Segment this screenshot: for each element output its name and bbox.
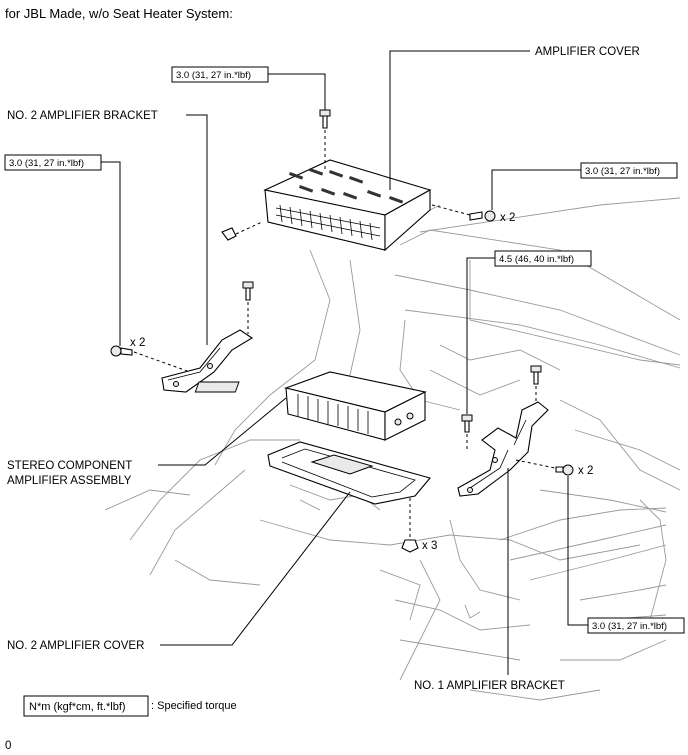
count-bracket1-bolts: x 2 [578, 465, 593, 477]
no1-bracket-top-bolt [461, 414, 473, 433]
footer-code: 0 [5, 740, 11, 752]
no2-bracket-top-bolt [242, 281, 254, 301]
torque-bracket1-top: 4.5 (46, 40 in.*lbf) [499, 254, 574, 265]
stereo-component-amplifier [194, 371, 427, 441]
legend-torque-box [23, 695, 149, 717]
legend-description: : Specified torque [151, 700, 237, 712]
torque-bracket1-bottom: 3.0 (31, 27 in.*lbf) [592, 621, 667, 632]
no2-amplifier-cover [267, 441, 431, 505]
cover-left-clip [221, 227, 237, 241]
torque-cover-right: 3.0 (31, 27 in.*lbf) [585, 166, 660, 177]
no2-amplifier-bracket [161, 329, 254, 393]
legend-box-text: N*m (kgf*cm, ft.*lbf) [29, 701, 126, 713]
vehicle-body-outline [104, 197, 681, 701]
cover-top-bolt [319, 109, 331, 129]
count-no2-cover-nuts: x 3 [422, 540, 437, 552]
no2-bracket-side-bolt [110, 345, 133, 357]
cover-slots [288, 167, 404, 204]
torque-bracket2-left: 3.0 (31, 27 in.*lbf) [9, 158, 84, 169]
label-no1-amplifier-bracket: NO. 1 AMPLIFIER BRACKET [414, 680, 565, 692]
cover-right-bolt [469, 210, 496, 222]
diagram-title: for JBL Made, w/o Seat Heater System: [5, 6, 233, 21]
count-bracket2-bolts: x 2 [130, 337, 145, 349]
label-no2-amplifier-bracket: NO. 2 AMPLIFIER BRACKET [7, 110, 158, 122]
no2-cover-nut [401, 539, 419, 553]
label-stereo-component-1: STEREO COMPONENT [7, 460, 132, 472]
label-no2-amplifier-cover: NO. 2 AMPLIFIER COVER [7, 640, 144, 652]
count-cover-right-bolts: x 2 [500, 212, 515, 224]
torque-cover-top: 3.0 (31, 27 in.*lbf) [176, 70, 251, 81]
label-amplifier-cover: AMPLIFIER COVER [535, 46, 640, 58]
no1-bracket-right-top-bolt [530, 365, 542, 385]
label-stereo-component-2: AMPLIFIER ASSEMBLY [7, 475, 132, 487]
no1-bracket-side-bolt [555, 464, 574, 476]
no1-amplifier-bracket [457, 401, 549, 497]
amplifier-cover [263, 159, 432, 252]
